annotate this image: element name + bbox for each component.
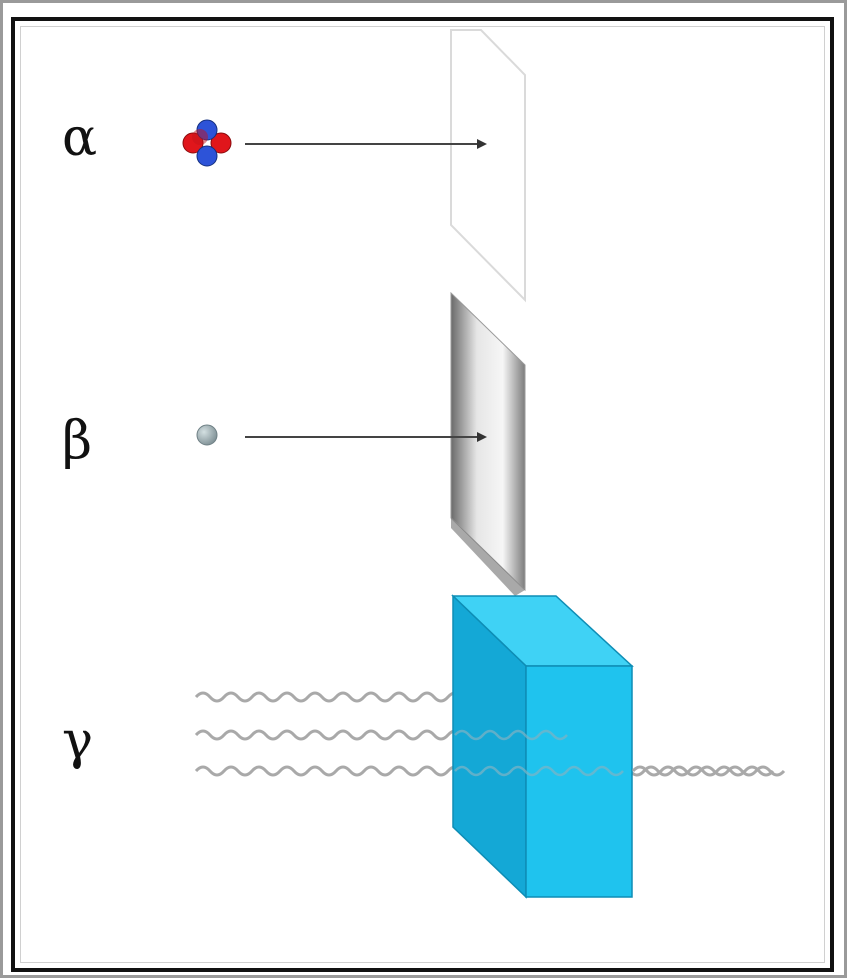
paper-sheet	[450, 29, 526, 303]
diagram-border	[11, 17, 834, 972]
gamma-wave-1	[194, 691, 478, 703]
diagram-inner-border	[20, 26, 825, 963]
gamma-wave-exit	[631, 765, 775, 777]
gamma-label: γ	[62, 711, 94, 771]
alpha-particle-icon	[182, 119, 232, 167]
beta-label: β	[62, 411, 93, 471]
alpha-label: α	[62, 108, 98, 168]
lead-block	[451, 594, 634, 899]
beta-particle-icon	[196, 424, 218, 446]
gamma-waves-through-block	[454, 729, 624, 777]
lead-block-front	[525, 665, 633, 898]
aluminium-sheet	[450, 291, 526, 596]
